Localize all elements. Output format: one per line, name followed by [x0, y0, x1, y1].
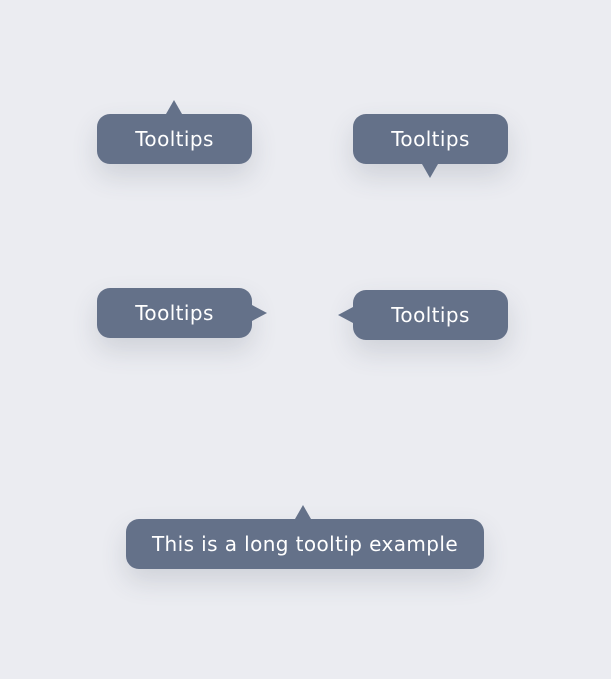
tooltip-label: Tooltips: [391, 303, 470, 327]
tooltip-label: This is a long tooltip example: [151, 532, 459, 556]
tooltip-arrow-right-icon: [252, 305, 267, 321]
tooltip-arrow-up-icon: [166, 100, 182, 114]
tooltip-arrow-left: Tooltips: [338, 290, 508, 340]
tooltip-arrow-left-icon: [338, 307, 353, 323]
tooltip-label: Tooltips: [135, 127, 214, 151]
tooltip-label: Tooltips: [391, 127, 470, 151]
tooltip-arrow-right: Tooltips: [97, 288, 267, 338]
tooltip-arrow-bottom: Tooltips: [353, 114, 508, 178]
tooltip-label: Tooltips: [135, 301, 214, 325]
tooltip-long: This is a long tooltip example: [126, 505, 484, 569]
tooltip-arrow-down-icon: [422, 164, 438, 178]
tooltip-arrow-top: Tooltips: [97, 100, 252, 164]
tooltip-arrow-up-icon: [295, 505, 311, 519]
